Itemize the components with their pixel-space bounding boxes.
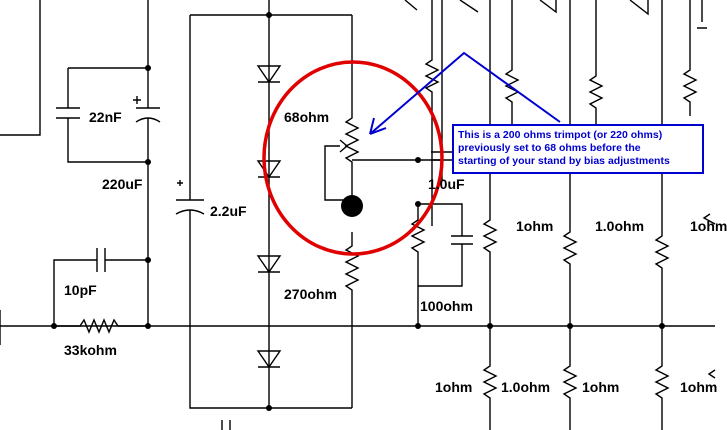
callout-leader-line [369, 51, 561, 135]
label-1ohm-d: 1ohm [435, 379, 473, 395]
label-68ohm: 68ohm [284, 109, 330, 125]
label-1-0uf: 1.0uF [428, 176, 465, 192]
annotation-line-2: previously set to 68 ohms before the [458, 142, 641, 154]
label-1-0ohm-e: 1.0ohm [501, 379, 551, 395]
junction-dots [51, 12, 665, 411]
annotation-line-3: starting of your stand by bias adjustmen… [458, 155, 670, 167]
label-1ohm-g: 1ohm [680, 379, 718, 395]
trimpot-terminal-dot [341, 195, 363, 217]
label-10pf: 10pF [64, 282, 97, 298]
highlight-circle [262, 60, 444, 256]
label-1-0ohm-b: 1.0ohm [595, 218, 645, 234]
label-270ohm: 270ohm [284, 286, 337, 302]
label-22nf: 22nF [89, 109, 122, 125]
label-2-2uf: 2.2uF [210, 203, 247, 219]
label-1ohm-f: 1ohm [582, 379, 620, 395]
annotation-line-1: This is a 200 ohms trimpot (or 220 ohms) [458, 129, 663, 141]
annotation-box: This is a 200 ohms trimpot (or 220 ohms)… [452, 124, 704, 174]
arrow-head-icon [369, 117, 387, 135]
label-33kohm: 33kohm [64, 342, 117, 358]
label-220uf: 220uF [102, 176, 143, 192]
label-100ohm: 100ohm [420, 298, 473, 314]
label-1ohm-c: 1ohm [690, 218, 727, 234]
label-1ohm-a: 1ohm [516, 218, 554, 234]
